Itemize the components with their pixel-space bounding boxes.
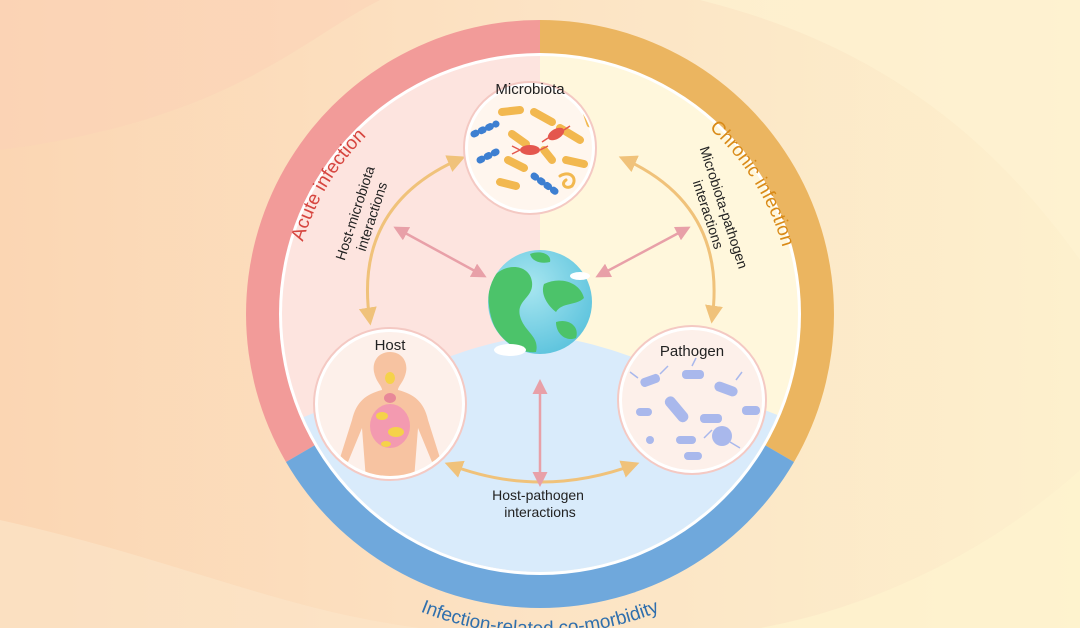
globe-icon	[488, 250, 592, 356]
human-body-icon	[340, 352, 440, 476]
host-label: Host	[375, 337, 407, 354]
microbiota-label: Microbiota	[495, 81, 565, 98]
host-microbiota-arrow	[358, 155, 466, 326]
background-wave	[0, 520, 420, 628]
background-wave	[700, 0, 1080, 260]
svg-text:Host-pathogen interactio: Host-pathogen interactions	[492, 487, 588, 520]
background-wave	[760, 470, 1080, 628]
host-pathogen-line2: interactions	[504, 504, 576, 520]
microbiota-node: Microbiota	[463, 81, 597, 215]
pathogen-node: Pathogen	[617, 325, 767, 475]
microbes-icon	[470, 106, 593, 196]
host-pathogen-label: Host-pathogen interactions	[492, 487, 588, 520]
microbiota-pathogen-arrow	[618, 155, 723, 324]
pathogen-label: Pathogen	[660, 343, 724, 360]
pathogens-icon	[629, 357, 760, 460]
background-wave	[0, 0, 380, 150]
microbiota-globe-arrow	[393, 226, 487, 278]
pathogen-globe-arrow	[595, 226, 691, 278]
host-node: Host	[313, 327, 467, 481]
host-pathogen-line1: Host-pathogen	[492, 487, 584, 503]
